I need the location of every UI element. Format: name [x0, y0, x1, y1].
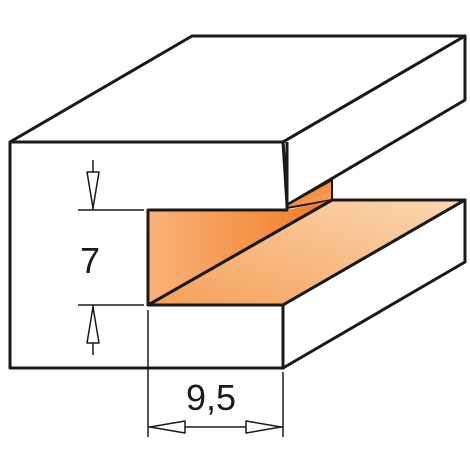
width-arrow-right-head	[245, 420, 282, 434]
width-arrow-left-head	[149, 420, 186, 434]
width-dimension-label: 9,5	[186, 377, 236, 418]
groove-edge-diagonal-2	[147, 198, 333, 307]
height-arrow-top-head	[86, 171, 100, 209]
height-arrow-bottom-head	[86, 306, 100, 344]
height-dimension-label: 7	[80, 240, 100, 281]
